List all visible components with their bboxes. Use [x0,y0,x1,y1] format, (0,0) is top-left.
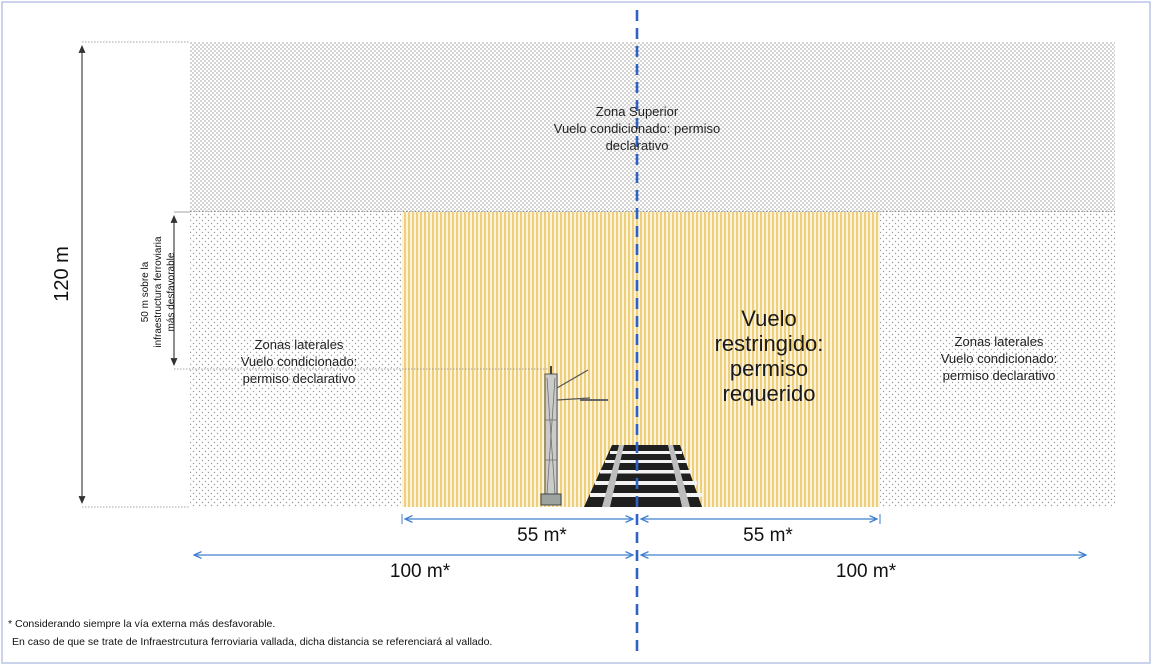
upper-zone-condition: Vuelo condicionado: permiso [553,121,721,136]
upper-zone-title: Zona Superior [595,104,679,119]
height-50m-line-3: más desfavorable [166,252,177,332]
height-120m-label: 120 m [51,246,73,302]
dimension-120m [82,41,190,508]
upper-zone-label: Zona Superior Vuelo condicionado: permis… [520,103,754,154]
lateral-left-condition: Vuelo condicionado: [240,354,358,369]
lateral-zone-right-label: Zonas laterales Vuelo condicionado: perm… [896,333,1102,384]
dimension-100m-right-label: 100 m* [835,561,897,582]
dimension-50m [174,211,548,370]
footnote-line-1: * Considerando siempre la vía externa má… [8,618,276,630]
dimension-55m-right [641,514,881,524]
lateral-zone-right [880,212,1115,507]
restricted-line-1: Vuelo [741,306,797,331]
lateral-zone-left [190,212,402,507]
dimension-55m-right-label: 55 m* [743,525,793,546]
lateral-right-condition: Vuelo condicionado: [940,351,1058,366]
railway-track-icon [584,445,702,507]
height-50m-line-1: 50 m sobre la [140,261,151,323]
restricted-line-4: requerido [722,381,816,406]
lateral-zone-left-label: Zonas laterales Vuelo condicionado: perm… [210,336,388,387]
height-50m-line-2: infraestructura ferroviaria [153,236,164,348]
catenary-mast-icon [540,366,608,506]
footnote-line-2: En caso de que se trate de Infraestrcutu… [12,636,493,648]
lateral-right-permit: permiso declarativo [942,368,1056,383]
dimension-100m-left-label: 100 m* [389,561,451,582]
lateral-left-permit: permiso declarativo [242,371,356,386]
upper-zone-permit: declarativo [605,138,669,153]
dimension-55m-left-label: 55 m* [517,525,567,546]
upper-zone [190,42,1115,212]
lateral-right-title: Zonas laterales [954,334,1044,349]
dimension-55m-left [401,514,633,524]
restricted-line-2: restringido: [714,331,824,356]
restricted-zone-label: Vuelo restringido: permiso requerido [684,306,854,406]
restricted-line-3: permiso [729,356,809,381]
lateral-left-title: Zonas laterales [254,337,344,352]
height-50m-label: 50 m sobre la infraestructura ferroviari… [139,202,181,382]
